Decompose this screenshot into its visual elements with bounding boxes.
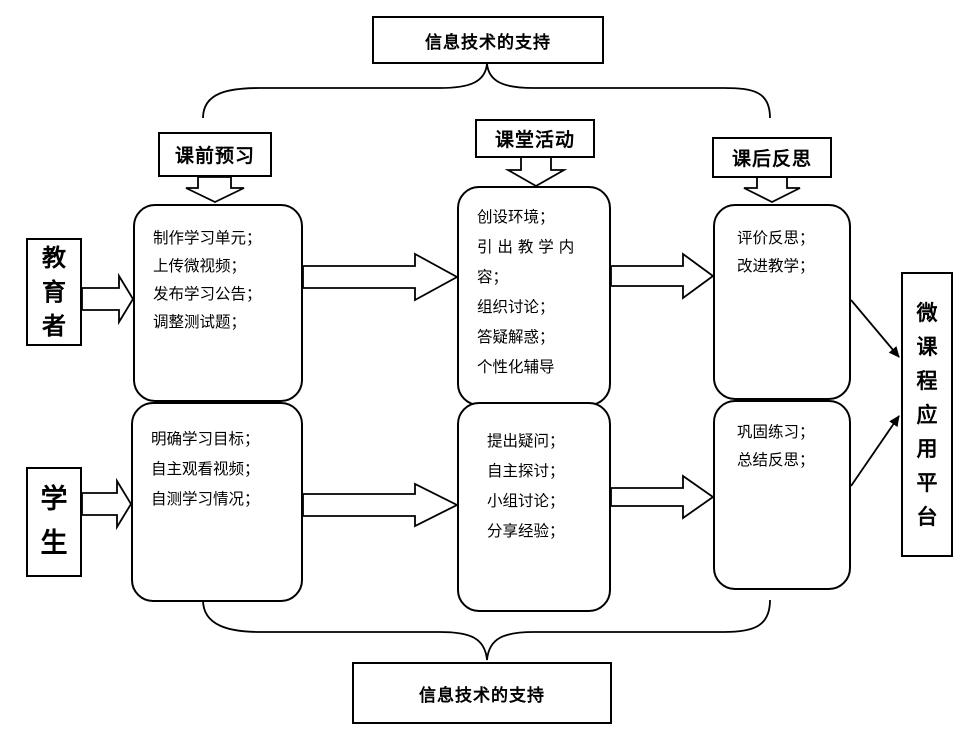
arrow-teacher-pre-class [302, 252, 459, 302]
platform-char: 台 [916, 504, 938, 529]
platform-char: 课 [916, 334, 938, 359]
actor-teacher: 教 育 者 [26, 238, 82, 346]
platform-char: 平 [916, 470, 938, 495]
actor-teacher-char: 者 [42, 312, 66, 340]
arrow-teacher-platform [850, 299, 900, 358]
list-item: 提出疑问； [487, 432, 565, 450]
bottom-brace [202, 599, 771, 661]
list-item: 发布学习公告； [153, 285, 262, 303]
student-post-box: 巩固练习； 总结反思； [713, 400, 851, 590]
list-item: 明确学习目标； [151, 430, 260, 448]
actor-teacher-char: 育 [42, 278, 66, 306]
list-item: 总结反思； [737, 451, 815, 469]
support-top-label: 信息技术的支持 [372, 16, 604, 64]
list-item: 引 出 教 学 内 [477, 238, 575, 256]
list-item: 自测学习情况； [151, 490, 260, 508]
platform-char: 用 [916, 436, 938, 461]
arrow-student-pre [81, 477, 133, 531]
stage-post-header: 课后反思 [712, 137, 832, 178]
list-item: 改进教学； [737, 257, 815, 275]
arrow-student-pre-class [302, 482, 460, 528]
stage-pre-header: 课前预习 [158, 132, 272, 177]
platform-char: 微 [916, 300, 938, 325]
student-class-box: 提出疑问； 自主探讨； 小组讨论； 分享经验； [457, 402, 611, 612]
list-item: 调整测试题； [153, 313, 247, 331]
actor-teacher-char: 教 [42, 244, 66, 272]
list-item: 自主观看视频； [151, 460, 260, 478]
arrow-student-platform [850, 415, 900, 487]
stage-class-header: 课堂活动 [475, 119, 595, 158]
list-item: 答疑解惑； [477, 328, 555, 346]
actor-student: 学 生 [26, 467, 82, 577]
down-arrow-post [743, 176, 801, 204]
teacher-class-box: 创设环境； 引 出 教 学 内 容； 组织讨论； 答疑解惑； 个性化辅导 [457, 186, 611, 406]
platform-box: 微 课 程 应 用 平 台 [901, 272, 953, 557]
actor-student-char: 生 [40, 528, 68, 559]
list-item: 自主探讨； [487, 462, 565, 480]
list-item: 创设环境； [477, 208, 555, 226]
platform-char: 应 [916, 402, 938, 427]
support-bottom-label: 信息技术的支持 [352, 662, 612, 724]
list-item: 个性化辅导 [477, 358, 555, 376]
arrow-student-class-post [610, 474, 715, 520]
platform-char: 程 [916, 368, 938, 393]
list-item: 组织讨论； [477, 298, 555, 316]
student-pre-box: 明确学习目标； 自主观看视频； 自测学习情况； [131, 402, 303, 602]
down-arrow-class [504, 156, 568, 188]
teacher-pre-box: 制作学习单元； 上传微视频； 发布学习公告； 调整测试题； [133, 204, 303, 402]
list-item: 评价反思； [737, 229, 815, 247]
arrow-teacher-pre [81, 272, 135, 326]
arrow-teacher-class-post [610, 252, 715, 300]
list-item: 小组讨论； [487, 492, 565, 510]
down-arrow-pre [185, 176, 245, 203]
list-item: 制作学习单元； [153, 229, 262, 247]
list-item: 容； [477, 268, 509, 286]
list-item: 分享经验； [487, 522, 565, 540]
list-item: 上传微视频； [153, 257, 247, 275]
top-brace [202, 63, 771, 119]
teacher-post-box: 评价反思； 改进教学； [713, 204, 851, 400]
list-item: 巩固练习； [737, 423, 815, 441]
actor-student-char: 学 [40, 484, 68, 515]
